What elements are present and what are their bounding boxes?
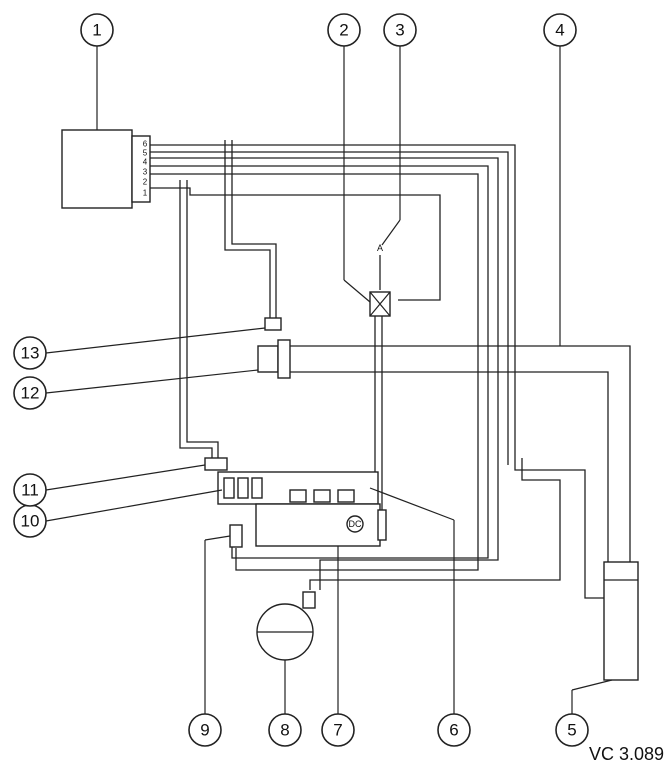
callout-8: 8 <box>268 713 302 747</box>
svg-text:1: 1 <box>92 21 101 40</box>
callout-3: 3 <box>383 13 417 47</box>
svg-text:2: 2 <box>339 21 348 40</box>
svg-text:5: 5 <box>567 721 576 740</box>
intake-duct <box>290 345 631 568</box>
svg-text:10: 10 <box>21 512 40 531</box>
hose-to-13 <box>224 140 271 318</box>
callout-1: 1 <box>80 13 114 47</box>
svg-text:6: 6 <box>449 721 458 740</box>
manifold-rail <box>217 471 379 505</box>
sensor-label: A <box>377 243 383 253</box>
hose-pin-2 <box>150 173 479 475</box>
hose-pin-6 <box>150 144 604 599</box>
callout-13: 13 <box>13 336 47 370</box>
valve-label: DC <box>349 519 362 529</box>
hose-network <box>150 140 604 599</box>
plug-9 <box>229 524 243 548</box>
svg-text:11: 11 <box>21 481 39 500</box>
connector-pin-1: 1 <box>143 189 148 198</box>
callouts: 1 2 3 4 5 6 7 8 9 10 11 12 13 <box>13 13 589 747</box>
valve-2 <box>369 291 391 317</box>
svg-text:4: 4 <box>555 21 564 40</box>
hose-pin-5 <box>150 151 509 465</box>
svg-text:9: 9 <box>200 721 209 740</box>
control-unit: 6 5 4 3 2 1 <box>61 129 151 209</box>
hose-to-11 <box>179 180 213 462</box>
throttle-body-12 <box>257 339 291 379</box>
callout-11: 11 <box>13 473 47 507</box>
fitting-13 <box>264 317 282 331</box>
svg-text:8: 8 <box>280 721 289 740</box>
callout-6: 6 <box>437 713 471 747</box>
connector-pin-2: 2 <box>143 178 148 187</box>
connector-pin-6: 6 <box>143 140 148 149</box>
connector-pin-4: 4 <box>143 158 148 167</box>
reservoir-8 <box>256 591 316 661</box>
callout-12: 12 <box>13 376 47 410</box>
callout-10: 10 <box>13 504 47 538</box>
hose-pin-3 <box>150 165 489 559</box>
hose-pin-1 <box>150 187 441 301</box>
sensor-3: A <box>377 243 383 253</box>
callout-7: 7 <box>321 713 355 747</box>
callout-5: 5 <box>555 713 589 747</box>
svg-text:12: 12 <box>21 384 40 403</box>
connector-pin-3: 3 <box>143 168 148 177</box>
canister-5 <box>603 561 639 681</box>
connector-pin-5: 5 <box>143 149 148 158</box>
svg-text:3: 3 <box>395 21 404 40</box>
engine-7: DC <box>255 503 387 547</box>
callout-4: 4 <box>543 13 577 47</box>
svg-text:7: 7 <box>333 721 342 740</box>
callout-9: 9 <box>188 713 222 747</box>
connector-11 <box>204 457 228 471</box>
svg-text:13: 13 <box>21 344 40 363</box>
callout-2: 2 <box>327 13 361 47</box>
leader-lines <box>45 46 613 715</box>
reference-code: VC 3.089 <box>589 744 664 764</box>
